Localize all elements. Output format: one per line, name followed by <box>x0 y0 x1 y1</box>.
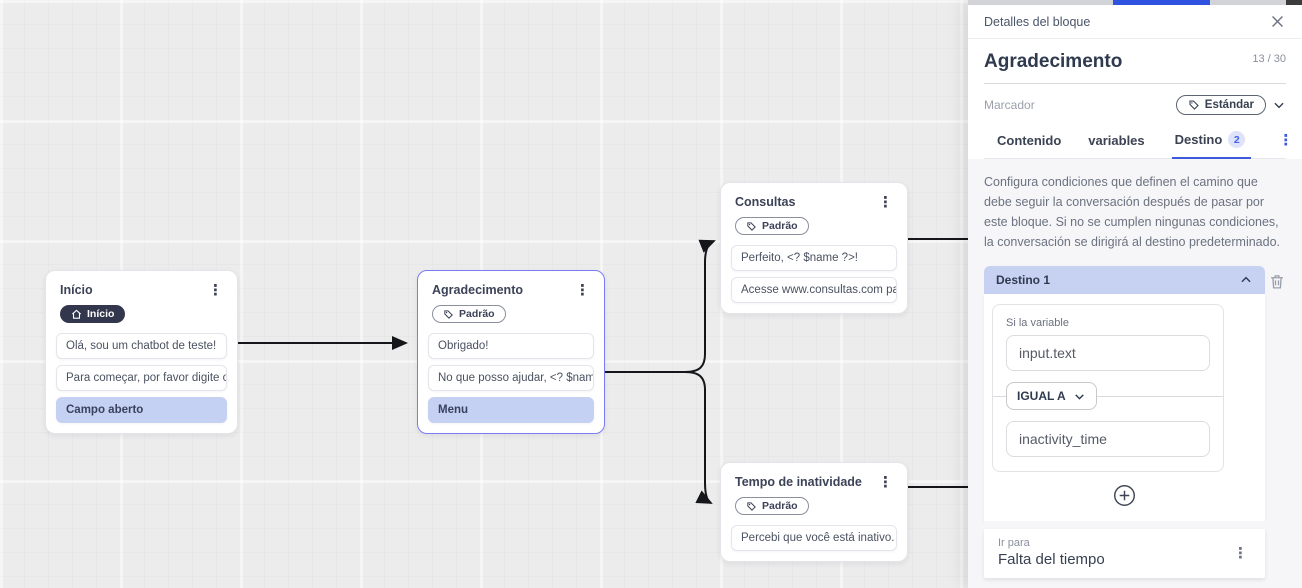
node-title: Agradecimento <box>432 283 523 297</box>
message-item[interactable]: No que posso ajudar, <? $name ... <box>428 365 594 391</box>
tag-icon <box>444 309 453 319</box>
message-item[interactable]: Para começar, por favor digite o ... <box>56 365 227 391</box>
panel-top-strip <box>968 0 1302 5</box>
marker-value-dropdown[interactable]: Estándar <box>1175 95 1266 115</box>
connection-agradecimento-tempo <box>605 371 713 504</box>
tab-variables[interactable]: variables <box>1088 132 1145 148</box>
flow-node-agradecimento[interactable]: Agradecimento ⋮ Padrão Obrigado! No que … <box>417 270 605 434</box>
kebab-menu-icon[interactable]: ⋮ <box>208 282 223 299</box>
node-title: Início <box>60 283 93 297</box>
message-item-menu[interactable]: Menu <box>428 397 594 423</box>
destination-card: Destino 1 Si la variable IGUAL A <box>984 266 1265 578</box>
node-title: Consultas <box>735 195 796 209</box>
message-item[interactable]: Acesse www.consultas.com par... <box>731 277 897 303</box>
goto-value: Falta del tiempo <box>998 551 1105 568</box>
destination-header[interactable]: Destino 1 <box>984 266 1265 294</box>
padrao-badge: Padrão <box>735 497 809 515</box>
kebab-menu-icon[interactable]: ⋮ <box>575 282 590 299</box>
flow-node-tempo-inatividade[interactable]: Tempo de inatividade ⋮ Padrão Percebi qu… <box>720 462 908 562</box>
connection-agradecimento-consultas <box>605 239 716 373</box>
kebab-menu-icon[interactable]: ⋮ <box>878 474 893 491</box>
node-title: Tempo de inatividade <box>735 475 862 489</box>
flow-node-inicio[interactable]: Início ⋮ Início Olá, sou um chatbot de t… <box>45 270 238 434</box>
block-details-panel: Detalles del bloque 13 / 30 Marcador Est… <box>968 0 1302 588</box>
goto-destination-row[interactable]: Ir para Falta del tiempo ⋮ <box>984 529 1265 578</box>
padrao-badge: Padrão <box>432 305 506 323</box>
panel-title: Detalles del bloque <box>984 14 1091 29</box>
kebab-menu-icon[interactable]: ⋮ <box>878 194 893 211</box>
condition-label: Si la variable <box>1006 317 1069 329</box>
marker-label: Marcador <box>984 98 1035 112</box>
message-item[interactable]: Percebi que você está inativo. C... <box>731 525 897 551</box>
destination-description: Configura condiciones que definen el cam… <box>984 175 1280 249</box>
tag-icon <box>747 501 756 511</box>
variable-input[interactable] <box>1006 335 1210 371</box>
block-name-input[interactable] <box>984 51 1204 73</box>
padrao-badge: Padrão <box>735 217 809 235</box>
message-item[interactable]: Obrigado! <box>428 333 594 359</box>
operator-dropdown[interactable]: IGUAL A <box>1006 382 1097 410</box>
goto-label: Ir para <box>998 537 1030 549</box>
destino-count-badge: 2 <box>1228 131 1246 148</box>
tab-destino[interactable]: Destino 2 <box>1171 127 1252 159</box>
char-counter: 13 / 30 <box>1252 53 1286 65</box>
tag-icon <box>747 221 756 231</box>
card-divider <box>984 521 1265 529</box>
flow-node-consultas[interactable]: Consultas ⋮ Padrão Perfeito, <? $name ?>… <box>720 182 908 314</box>
tabs-kebab-menu-icon[interactable]: ⋮ <box>1278 131 1294 149</box>
home-icon <box>72 309 81 319</box>
top-strip-dark-segment <box>1286 0 1302 5</box>
top-strip-blue-indicator <box>1113 0 1210 5</box>
message-item[interactable]: Olá, sou um chatbot de teste! <box>56 333 227 359</box>
chevron-down-icon[interactable] <box>1272 98 1286 112</box>
message-item[interactable]: Perfeito, <? $name ?>! <box>731 245 897 271</box>
message-item-open-field[interactable]: Campo aberto <box>56 397 227 423</box>
compare-value-input[interactable] <box>1006 421 1210 457</box>
chevron-down-icon <box>1074 393 1084 400</box>
chevron-up-icon[interactable] <box>1239 273 1253 287</box>
tag-icon <box>1189 100 1199 110</box>
close-icon[interactable] <box>1269 13 1286 30</box>
trash-icon[interactable] <box>1268 272 1286 296</box>
add-condition-button[interactable] <box>1113 484 1136 507</box>
tab-contenido[interactable]: Contenido <box>997 132 1062 148</box>
plus-circle-icon <box>1114 485 1135 506</box>
goto-kebab-menu-icon[interactable]: ⋮ <box>1233 544 1248 562</box>
condition-card: Si la variable IGUAL A <box>992 304 1224 472</box>
inicio-badge: Início <box>60 305 126 323</box>
